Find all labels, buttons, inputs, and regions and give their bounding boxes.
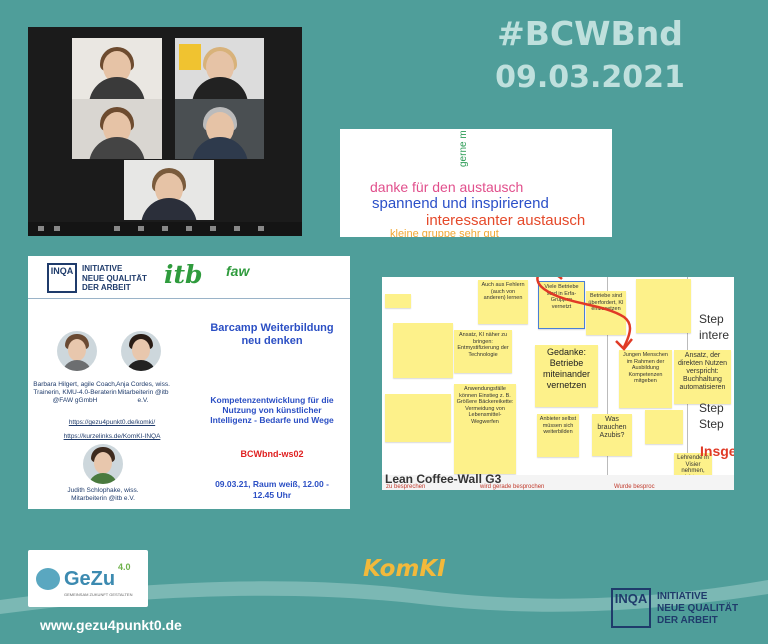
insgesamt-label: Insgesan [700,443,734,459]
person-barbara: Barbara Hilgert, agile Coach, Trainerin,… [33,381,117,404]
person-anja: Anja Cordes, wiss. Mitarbeiterin @itb e.… [116,381,170,404]
sticky-fehler[interactable]: Auch aus Fehlern (auch von anderen) lern… [478,280,528,324]
step-label-1: Step [699,312,724,326]
hashtag-heading: #BCWBnd [497,14,683,53]
link-kurzelinks[interactable]: https://kurzelinks.de/KomKI-INQA [63,433,161,440]
faw-logo: faw [226,263,250,279]
video-tile-2 [175,38,264,99]
step-label-3: Step [699,401,724,415]
sticky-left-2[interactable] [385,394,451,442]
avatar-barbara [57,331,97,371]
column-wurde-besprochen: Wurde besproc [614,484,655,490]
word-interessant: interessanter austausch [426,212,586,229]
word-gerne: gerne m [458,130,469,167]
word-kleine-gruppe: kleine gruppe sehr gut [390,228,499,237]
video-tile-5 [124,160,214,220]
word-danke: danke für den austausch [370,179,524,195]
sticky-azubis[interactable]: Was brauchen Azubis? [592,414,632,456]
session-code: BCWbnd-ws02 [240,449,304,459]
word-cloud: gerne m danke für den austausch spannend… [340,129,612,237]
step-label-2: intere [699,328,730,342]
flyer-subtitle: Kompetenzentwicklung für die Nutzung von… [210,395,334,425]
itb-logo: itb [164,260,203,289]
lean-coffee-board: Auch aus Fehlern (auch von anderen) lern… [382,277,734,490]
sticky-buchhaltung[interactable]: Ansatz, der direkten Nutzen verspricht: … [674,350,731,404]
inqa-logo-footer: INQA [611,588,651,628]
word-spannend: spannend und inspirierend [372,195,549,212]
video-tile-3 [72,99,162,159]
board-title: Lean Coffee-Wall G3 [385,472,502,486]
video-tile-1 [72,38,162,99]
date-heading: 09.03.2021 [495,60,685,95]
person-judith: Judith Schlophake, wiss. Mitarbeiterin @… [67,487,139,502]
flyer-title: Barcamp Weiterbildung neu denken [210,322,334,347]
sticky-top-right[interactable] [636,279,691,333]
gezu-logo: GeZu 4.0 GEMEINSAM ZUKUNFT GESTALTEN [28,550,148,607]
sticky-gedanke[interactable]: Gedanke: Betriebe miteinander vernetzen [535,345,598,407]
sticky-baeckerei[interactable]: Anwendungsfälle können Einstieg z. B. Gr… [454,384,516,474]
meeting-toolbar [28,222,302,236]
avatar-anja [121,331,161,371]
column-wird-besprochen: wird gerade besprochen [480,484,545,490]
sticky-anbieter[interactable]: Anbieter selbst müssen sich weiterbilden [537,414,579,457]
red-arrow-icon [536,277,633,351]
avatar-judith [83,444,123,484]
sticky-small[interactable] [385,294,411,308]
sticky-small-2[interactable] [645,410,683,444]
video-tile-4 [175,99,264,159]
sticky-left-1[interactable] [393,323,453,378]
video-call-screenshot [28,27,302,236]
inqa-logo: INQA [47,263,77,293]
background-swoosh [0,580,768,614]
sticky-ausbildung[interactable]: Jungen Menschen im Rahmen der Ausbildung… [619,350,672,408]
flyer-divider [28,298,350,299]
step-label-4: Step [699,417,724,431]
session-time: 09.03.21, Raum weiß, 12.00 - 12.45 Uhr [215,479,329,500]
komki-label: KomKI [363,556,446,582]
website-url[interactable]: www.gezu4punkt0.de [40,617,182,633]
gezu-dot-icon [36,568,60,590]
column-zu-besprechen: zu besprechen [386,484,426,490]
sticky-entmystifizierung[interactable]: Ansatz, KI näher zu bringen: Entmystifiz… [454,330,512,373]
link-gezu[interactable]: https://gezu4punkt0.de/komki/ [68,419,156,426]
